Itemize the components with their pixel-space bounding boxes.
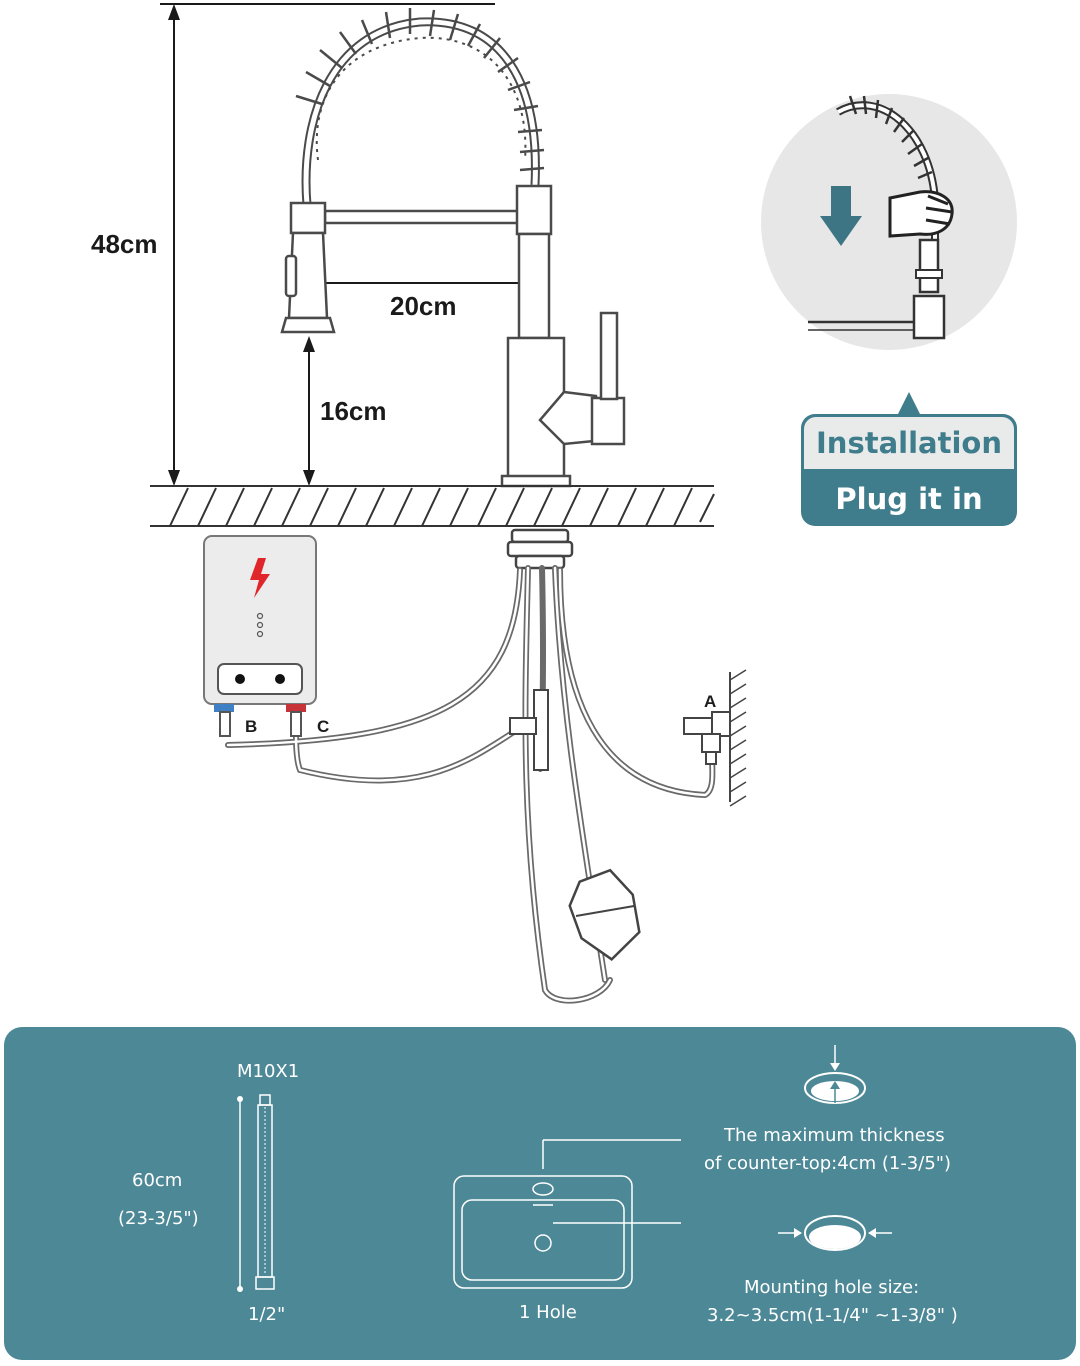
height-label: 48cm (91, 229, 158, 259)
installation-title: Installation (804, 417, 1014, 469)
height-dimension-line (160, 3, 495, 486)
thickness-icon (804, 1045, 866, 1104)
hose-length-indicator (237, 1096, 243, 1292)
hose-weight (568, 868, 641, 961)
wall-angle-valve (683, 669, 747, 807)
lightning-icon (250, 558, 270, 598)
water-heater (203, 535, 317, 737)
thickness-line1: The maximum thickness (724, 1125, 945, 1146)
installation-subtitle: Plug it in (835, 482, 983, 516)
sink-outline (453, 1139, 681, 1289)
hose-fitting-label: 1/2" (248, 1304, 286, 1325)
badge-pointer (898, 392, 920, 414)
clearance-label: 16cm (320, 396, 387, 426)
hose-length-label: 60cm (132, 1170, 183, 1191)
mounting-nut (506, 528, 574, 570)
label-a: A (704, 692, 717, 711)
reach-label: 20cm (390, 291, 457, 321)
faucet-installation-diagram (150, 3, 1017, 1004)
hose-length-inch-label: (23-3/5") (118, 1208, 199, 1229)
hose-thread-label: M10X1 (237, 1061, 300, 1082)
installation-badge: Installation Plug it in (801, 414, 1017, 526)
thickness-line2: of counter-top:4cm (1-3/5") (704, 1153, 952, 1174)
hole-size-line1: Mounting hole size: (744, 1277, 920, 1298)
spec-panel-drawing (237, 1045, 892, 1292)
hand-grip-icon (888, 190, 954, 238)
clearance-dimension-line (303, 336, 315, 486)
braided-hose (255, 1094, 275, 1290)
spec-panel: M10X1 60cm (23-3/5") 1/2" 1 Hole The max… (4, 1027, 1076, 1360)
down-arrow-icon (820, 186, 862, 246)
hole-size-icon (778, 1215, 892, 1251)
installation-detail-circle (761, 94, 1017, 350)
label-c: C (317, 717, 330, 736)
faucet-body (280, 8, 626, 488)
label-b: B (245, 717, 258, 736)
sink-hole-label: 1 Hole (519, 1302, 577, 1323)
countertop (150, 485, 715, 527)
t-valve (509, 689, 549, 771)
hole-size-line2: 3.2~3.5cm(1-1/4" ~1-3/8" ) (707, 1305, 958, 1326)
